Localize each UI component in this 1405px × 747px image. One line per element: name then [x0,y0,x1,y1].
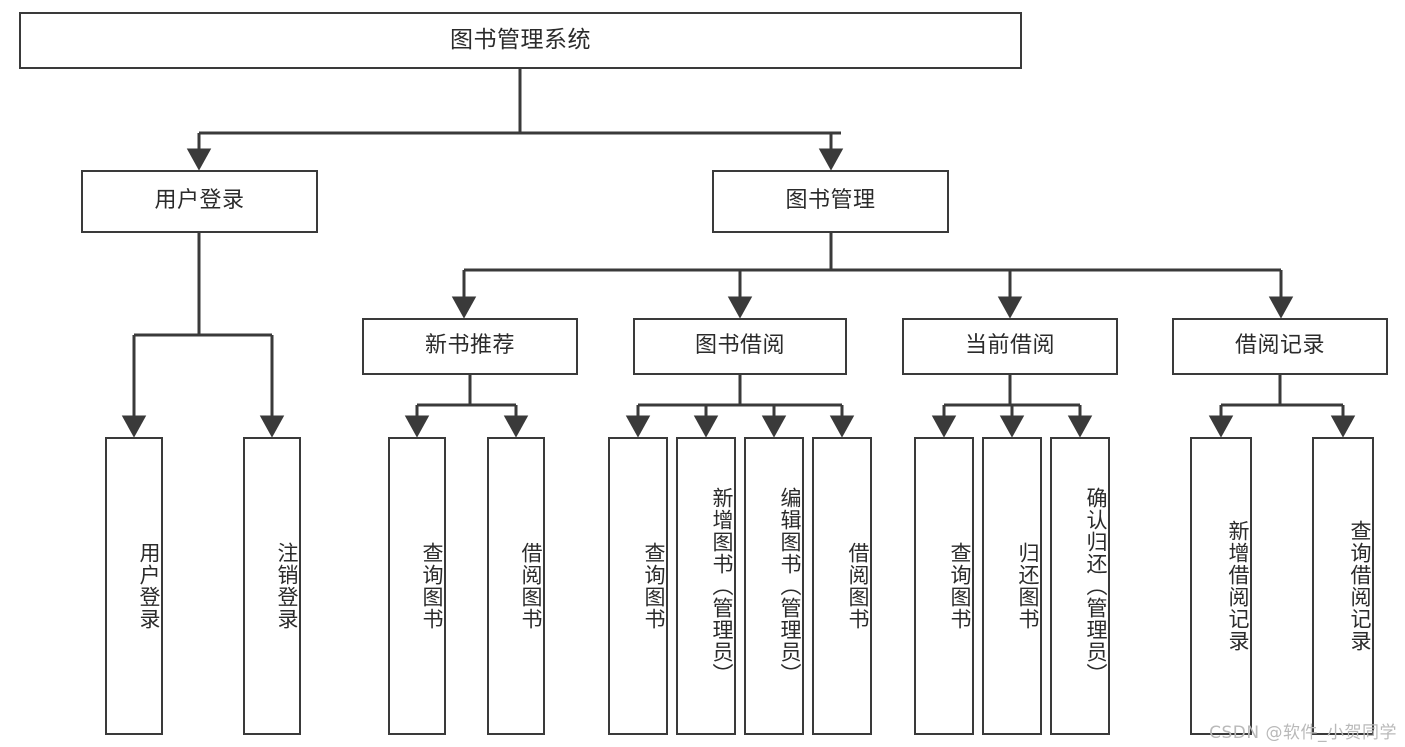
node-book-borrow[interactable]: 图书借阅 [633,318,847,375]
leaf-return-book[interactable]: 归还图书 [982,437,1042,735]
leaf-user-login[interactable]: 用户登录 [105,437,163,735]
leaf-add-book-admin[interactable]: 新增图书（管理员） [676,437,736,735]
node-label: 注销登录 [275,542,299,630]
node-label: 新增借阅记录 [1226,520,1250,652]
node-label: 图书借阅 [694,333,785,359]
leaf-borrow-book[interactable]: 借阅图书 [812,437,872,735]
node-user-login[interactable]: 用户登录 [81,170,318,233]
node-label: 用户登录 [154,188,245,214]
leaf-query-borrow-record[interactable]: 查询借阅记录 [1312,437,1374,735]
leaf-query-book[interactable]: 查询图书 [608,437,668,735]
node-label: 查询图书 [420,542,444,630]
node-label: 新书推荐 [424,333,515,359]
node-label: 图书管理 [785,188,876,214]
node-label: 确认归还（管理员） [1084,487,1108,685]
node-label: 查询借阅记录 [1348,520,1372,652]
node-book-manage[interactable]: 图书管理 [712,170,949,233]
node-new-book-recommend[interactable]: 新书推荐 [362,318,578,375]
leaf-confirm-return-admin[interactable]: 确认归还（管理员） [1050,437,1110,735]
node-label: 查询图书 [642,542,666,630]
node-label: 归还图书 [1016,542,1040,630]
csdn-watermark: CSDN @软件_小贺同学 [1209,723,1397,743]
leaf-add-borrow-record[interactable]: 新增借阅记录 [1190,437,1252,735]
leaf-borrow-book-recommend[interactable]: 借阅图书 [487,437,545,735]
node-label: 借阅图书 [519,542,543,630]
node-current-borrow[interactable]: 当前借阅 [902,318,1118,375]
node-label: 借阅记录 [1234,333,1325,359]
node-label: 图书管理系统 [450,26,591,53]
node-root-system[interactable]: 图书管理系统 [19,12,1022,69]
node-borrow-record[interactable]: 借阅记录 [1172,318,1388,375]
leaf-query-book-current[interactable]: 查询图书 [914,437,974,735]
node-label: 借阅图书 [846,542,870,630]
node-label: 查询图书 [948,542,972,630]
leaf-query-book-recommend[interactable]: 查询图书 [388,437,446,735]
node-label: 新增图书（管理员） [710,487,734,685]
leaf-logout-login[interactable]: 注销登录 [243,437,301,735]
node-label: 用户登录 [137,542,161,630]
leaf-edit-book-admin[interactable]: 编辑图书（管理员） [744,437,804,735]
node-label: 当前借阅 [964,333,1055,359]
node-label: 编辑图书（管理员） [778,487,802,685]
